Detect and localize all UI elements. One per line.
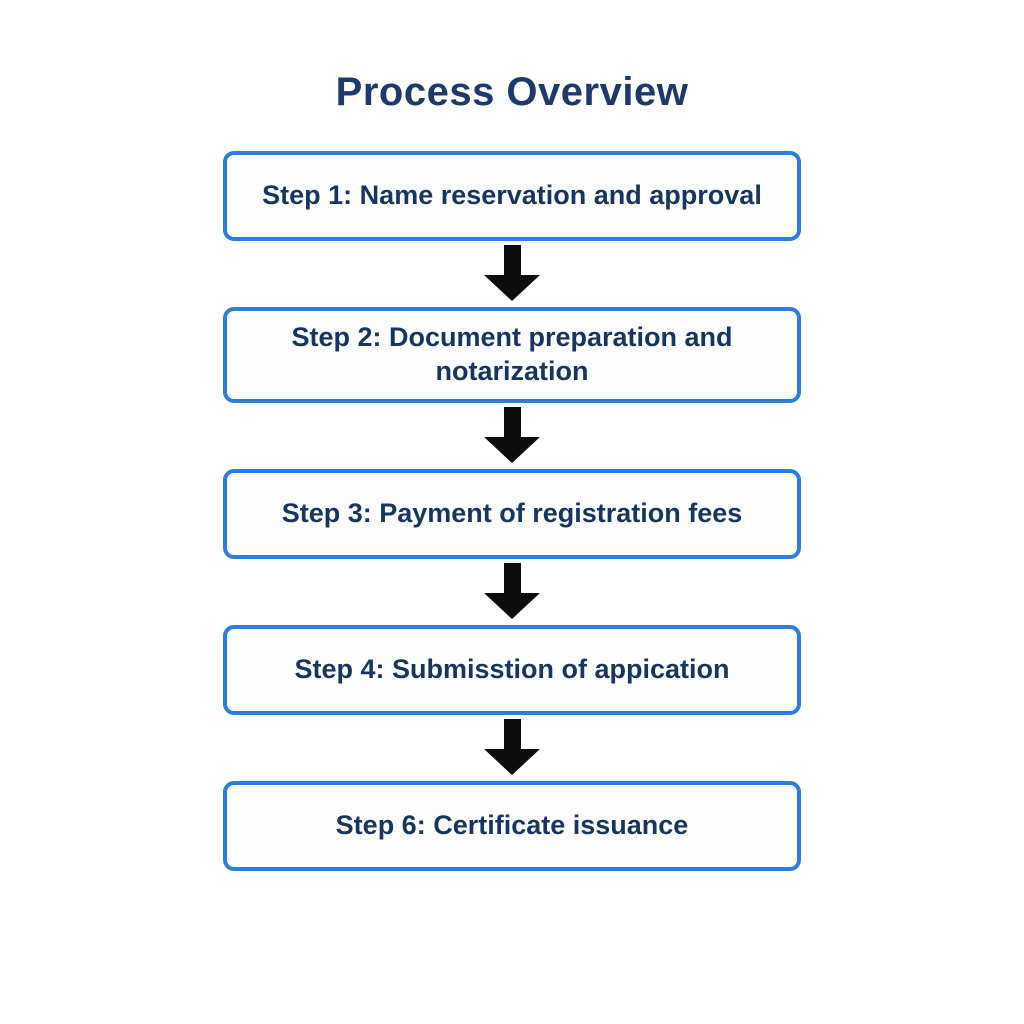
step-label-5: Step 6: Certificate issuance [335, 809, 689, 840]
page-title: Process Overview [335, 70, 689, 114]
arrow-shaft [503, 718, 521, 749]
step-box-3: Step 3: Payment of registration fees [223, 468, 801, 559]
step-box-1: Step 1: Name reservation and approval [223, 151, 801, 241]
down-arrow-icon [484, 718, 540, 775]
arrow-head [484, 592, 540, 619]
step-label-1: Step 1: Name reservation and approval [262, 180, 762, 211]
step-label-2: Step 2: Document preparation and notariz… [291, 322, 733, 386]
arrow-shaft [503, 406, 521, 437]
arrow-head [484, 436, 540, 463]
arrow-shaft [503, 562, 521, 593]
arrow-head [484, 748, 540, 775]
down-arrow-icon [484, 245, 540, 301]
arrow-head [484, 275, 540, 301]
process-flow: Step 1: Name reservation and approval St… [223, 151, 801, 871]
step-box-2: Step 2: Document preparation and notariz… [223, 307, 801, 403]
arrow-shaft [503, 245, 521, 275]
step-label-3: Step 3: Payment of registration fees [281, 497, 743, 528]
step-box-5: Step 6: Certificate issuance [223, 780, 801, 871]
step-box-4: Step 4: Submisstion of appication [223, 624, 801, 715]
step-label-4: Step 4: Submisstion of appication [294, 653, 730, 684]
down-arrow-icon [484, 406, 540, 463]
down-arrow-icon [484, 562, 540, 619]
